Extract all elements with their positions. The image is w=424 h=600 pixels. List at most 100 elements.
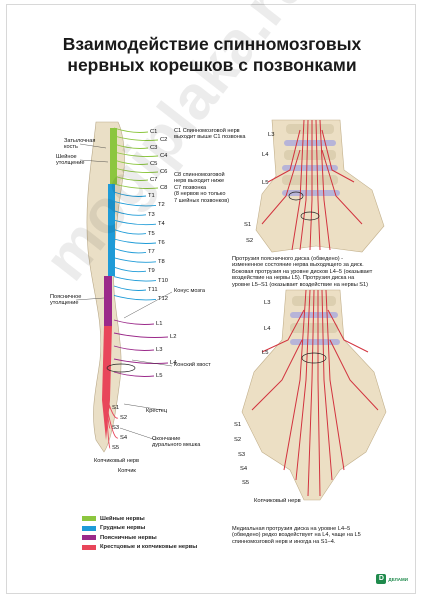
nerve-root-l2 [113,332,169,338]
bottom-label-l4: L4 [264,326,271,332]
vertebra-label-c8: C8 [160,185,168,191]
poster-title: Взаимодействие спинномозговых нервных ко… [0,34,424,76]
bottom-label-s4: S4 [240,466,248,472]
top-panel-caption: Протрузия поясничного диска (обведено) -… [232,256,373,288]
vertebra-label-c2: C2 [160,137,168,143]
vertebra-label-t4: T4 [158,221,165,228]
nerve-root-l5 [113,371,155,377]
vertebra-label-c5: C5 [150,161,158,167]
vertebra-label-t7: T7 [148,249,155,256]
nerve-root-t5 [113,229,147,235]
label-cervical-enlargement: Шейное утолщение [56,154,85,167]
nerve-root-l1 [113,319,155,325]
legend-item-thoracic: Грудные нервы [82,524,197,534]
legend-swatch [82,535,96,541]
vertebra-label-c7: C7 [150,177,158,183]
vertebra-label-l2: L2 [170,334,177,340]
vertebra-label-t11: T11 [148,287,158,293]
label-c1-note: C1 Спинномозговой нерв выходит выше C1 п… [174,128,246,141]
top-lumbar-panel [255,119,385,253]
vertebra-label-t2: T2 [158,202,165,209]
spinal-nerves [105,127,169,449]
bottom-label-s2: S2 [234,437,242,443]
nerve-root-t9 [113,266,147,273]
bottom-panel-caption: Медиальная протрузия диска на уровне L4–… [232,526,361,545]
title-line-2: нервных корешков с позвонками [67,55,357,75]
bottom-label-coccygeal-nerve: Копчиковый нерв [254,498,301,504]
legend-label: Шейные нервы [100,515,145,522]
nerve-root-c4 [113,151,159,157]
label-dural-sac: Окончание дурального мешка [152,436,201,449]
spinal-cord [102,128,117,440]
vertebra-label-l5: L5 [156,373,163,379]
label-c8-note: C8 спинномозговой нерв выходит ниже C7 п… [174,172,230,204]
nerve-root-t6 [113,238,157,244]
nerve-root-c2 [113,135,159,141]
vertebra-label-t6: T6 [158,240,165,246]
vertebra-label-l3: L3 [156,347,163,353]
vertebra-label-c6: C6 [160,169,168,175]
legend-swatch [82,525,96,531]
nerve-root-t12 [113,294,157,301]
label-conus: Конус мозга [174,288,206,294]
legend-label: Крестцовые и копчиковые нервы [100,544,198,551]
legend-swatch [82,544,96,550]
vertebra-label-s4: S4 [120,435,128,441]
nerve-root-t4 [113,219,157,226]
vertebra-label-t5: T5 [148,230,155,237]
label-sacrum: Крестец [146,408,168,414]
top-label-l5: L5 [262,180,269,186]
vertebra-label-t9: T9 [148,268,155,275]
title-line-1: Взаимодействие спинномозговых [62,34,362,54]
nerve-root-l3 [113,345,155,351]
vertebra-label-l4: L4 [170,360,177,366]
nerve-root-t2 [113,200,157,207]
label-coccygeal-nerve: Копчиковый нерв [94,458,140,464]
poster [6,4,416,594]
vertebra-label-t3: T3 [148,211,155,218]
pointer-lines [75,143,173,441]
top-label-s2: S2 [246,238,254,244]
vertebra-label-l1: L1 [156,321,163,327]
legend-label: Грудные нервы [100,525,146,532]
legend-item-cervical: Шейные нервы [82,514,197,524]
label-coccyx: Копчик [118,468,136,474]
bottom-label-s3: S3 [238,452,246,458]
legend: Шейные нервы Грудные нервы Поясничные не… [82,514,197,552]
nerve-root-t8 [113,257,157,263]
vertebra-label-c4: C4 [160,153,168,159]
logo-text: ДЕЛАМИ [388,576,408,582]
nerve-root-c8 [113,183,159,189]
nerve-root-l4 [113,358,169,364]
legend-item-sacral: Крестцовые и копчиковые нервы [82,543,197,553]
vertebra-label-c1: C1 [150,129,158,135]
publisher-logo: D ДЕЛАМИ [376,574,408,584]
vertebra-label-t12: T12 [158,296,168,303]
legend-item-lumbar: Поясничные нервы [82,533,197,543]
vertebra-label-s2: S2 [120,415,128,421]
top-label-l4: L4 [262,152,269,158]
vertebra-label-t1: T1 [148,193,155,199]
bottom-sacral-panel [241,289,387,501]
nerve-root-t11 [113,285,147,291]
top-label-s1: S1 [244,222,252,228]
nerve-root-t10 [113,276,157,282]
vertebra-label-s1: S1 [112,405,120,411]
vertebra-label-s3: S3 [112,425,120,431]
legend-swatch [82,516,96,522]
vertebra-label-s5: S5 [112,445,120,451]
top-label-l3: L3 [268,132,275,138]
nerve-root-t3 [113,210,147,216]
label-occipital-bone: Затылочная кость [64,138,96,151]
label-cauda-equina: Конский хвост [174,362,211,368]
bottom-label-s1: S1 [234,422,242,428]
nerve-root-c6 [113,167,159,173]
nerve-root-t7 [113,247,147,254]
bottom-label-l5: L5 [262,350,269,356]
bottom-label-l3: L3 [264,300,271,306]
vertebra-label-c3: C3 [150,145,158,151]
legend-label: Поясничные нервы [100,534,157,541]
bottom-label-s5: S5 [242,480,250,486]
nerve-root-t1 [113,191,147,197]
